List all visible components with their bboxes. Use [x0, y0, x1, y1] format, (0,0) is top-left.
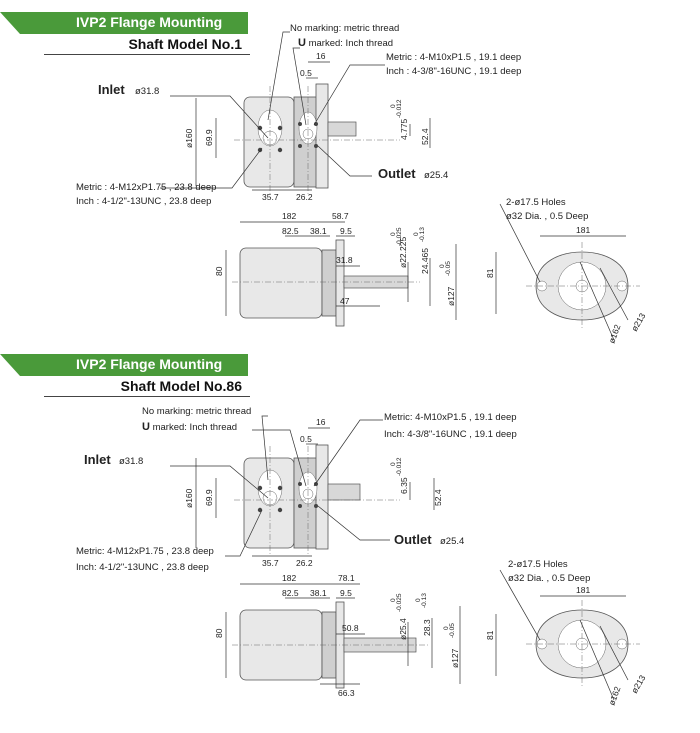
inlet-label: Inlet	[84, 452, 111, 467]
dim-81: 81	[485, 268, 495, 278]
flange-holes: 2-ø17.5 Holes	[508, 559, 568, 570]
note-no-marking: No marking: metric thread	[290, 23, 399, 34]
front-view	[234, 83, 400, 195]
key-tol-upper: 0	[390, 104, 397, 108]
dim-181: 181	[576, 225, 590, 235]
pilot-dia: ø127	[446, 286, 456, 306]
dim-35-7: 35.7	[262, 192, 279, 202]
banner-green-bar	[0, 12, 248, 34]
banner-title: IVP2 Flange Mounting	[76, 14, 223, 30]
dim-78-1: 78.1	[338, 573, 355, 583]
key-height: 28.3	[422, 619, 432, 636]
banner-green-bar	[0, 354, 248, 376]
key-height-tol-lower: -0.13	[419, 227, 426, 242]
outlet-label: Outlet	[394, 532, 432, 547]
pilot-tol-lower: -0.05	[445, 261, 452, 276]
dim-38-1: 38.1	[310, 588, 327, 598]
dim-58-7: 58.7	[332, 211, 349, 221]
key-tol-lower: -0.012	[396, 457, 403, 476]
banner-subtitle: Shaft Model No.1	[128, 36, 242, 52]
inlet-dia: ø31.8	[135, 86, 159, 97]
dim-dia-213: ø213	[629, 673, 647, 695]
pilot-tol-upper: 0	[443, 626, 450, 630]
shaft-dia: ø22.225	[398, 237, 408, 268]
key-tol-lower: -0.012	[396, 99, 403, 118]
dim-16: 16	[316, 51, 326, 61]
outlet-inch-thread: Inch : 4-3/8"-16UNC , 19.1 deep	[386, 66, 521, 77]
side-view	[225, 221, 497, 327]
key-width: 4.775	[399, 118, 409, 140]
flange-holes: 2-ø17.5 Holes	[506, 197, 566, 208]
key-height-tol-lower: -0.13	[421, 593, 428, 608]
note-u-marked: U marked: Inch thread	[142, 421, 237, 433]
outlet-label: Outlet	[378, 166, 416, 181]
front-view	[234, 444, 400, 556]
dim-dia-160: ø160	[184, 488, 194, 508]
dim-82-5: 82.5	[282, 588, 299, 598]
dim-69-9: 69.9	[204, 129, 214, 146]
outlet-metric-thread: Metric : 4-M10xP1.5 , 19.1 deep	[386, 52, 521, 63]
flange-spotface: ø32 Dia. , 0.5 Deep	[506, 211, 588, 222]
dim-38-1: 38.1	[310, 226, 327, 236]
side-view	[225, 583, 497, 689]
dim-52-4: 52.4	[420, 128, 430, 145]
dim-66-3: 66.3	[338, 688, 355, 698]
flange-view	[499, 569, 640, 701]
inlet-inch-thread: Inch : 4-1/2"-13UNC , 23.8 deep	[76, 196, 211, 207]
dim-26-2: 26.2	[296, 558, 313, 568]
outlet-inch-thread: Inch: 4-3/8"-16UNC , 19.1 deep	[384, 429, 517, 440]
dim-80: 80	[214, 628, 224, 638]
dim-81: 81	[485, 630, 495, 640]
key-width: 6.35	[399, 477, 409, 494]
key-height-tol-upper: 0	[413, 232, 420, 236]
inlet-metric-thread: Metric : 4-M12xP1.75 , 23.8 deep	[76, 182, 216, 193]
dim-26-2: 26.2	[296, 192, 313, 202]
pilot-dia: ø127	[450, 648, 460, 668]
banner-subtitle: Shaft Model No.86	[120, 378, 242, 394]
dim-9-5: 9.5	[340, 226, 352, 236]
outlet-dia: ø25.4	[424, 170, 448, 181]
key-tol-upper: 0	[390, 462, 397, 466]
note-u-marked: U marked: Inch thread	[298, 37, 393, 49]
dim-31-8: 31.8	[336, 255, 353, 265]
note-no-marking: No marking: metric thread	[142, 406, 251, 417]
dim-0-5: 0.5	[300, 68, 312, 78]
outlet-dia: ø25.4	[440, 536, 464, 547]
flange-spotface: ø32 Dia. , 0.5 Deep	[508, 573, 590, 584]
inlet-metric-thread: Metric: 4-M12xP1.75 , 23.8 deep	[76, 546, 214, 557]
inlet-dia: ø31.8	[119, 456, 143, 467]
dim-80: 80	[214, 266, 224, 276]
dim-dia-160: ø160	[184, 128, 194, 148]
dim-50-8: 50.8	[342, 623, 359, 633]
shaft-tol-upper: 0	[390, 232, 397, 236]
shaft-tol-upper: 0	[390, 598, 397, 602]
dim-52-4: 52.4	[433, 489, 443, 506]
key-height: 24.465	[420, 248, 430, 274]
pilot-tol-lower: -0.05	[449, 623, 456, 638]
pilot-tol-upper: 0	[439, 264, 446, 268]
shaft-tol-lower: -0.025	[396, 593, 403, 612]
flange-view	[499, 203, 640, 341]
dim-0-5: 0.5	[300, 434, 312, 444]
dim-181: 181	[576, 585, 590, 595]
dim-9-5: 9.5	[340, 588, 352, 598]
dim-35-7: 35.7	[262, 558, 279, 568]
banner-title: IVP2 Flange Mounting	[76, 356, 223, 372]
shaft-tol-lower: -0.025	[396, 227, 403, 246]
key-height-tol-upper: 0	[415, 598, 422, 602]
dim-69-9: 69.9	[204, 489, 214, 506]
dim-182: 182	[282, 211, 296, 221]
outlet-metric-thread: Metric: 4-M10xP1.5 , 19.1 deep	[384, 412, 517, 423]
dim-182: 182	[282, 573, 296, 583]
dim-82-5: 82.5	[282, 226, 299, 236]
inlet-inch-thread: Inch: 4-1/2"-13UNC , 23.8 deep	[76, 562, 209, 573]
dim-16: 16	[316, 417, 326, 427]
dim-47: 47	[340, 296, 350, 306]
inlet-label: Inlet	[98, 82, 125, 97]
shaft-dia: ø25.4	[398, 618, 408, 640]
